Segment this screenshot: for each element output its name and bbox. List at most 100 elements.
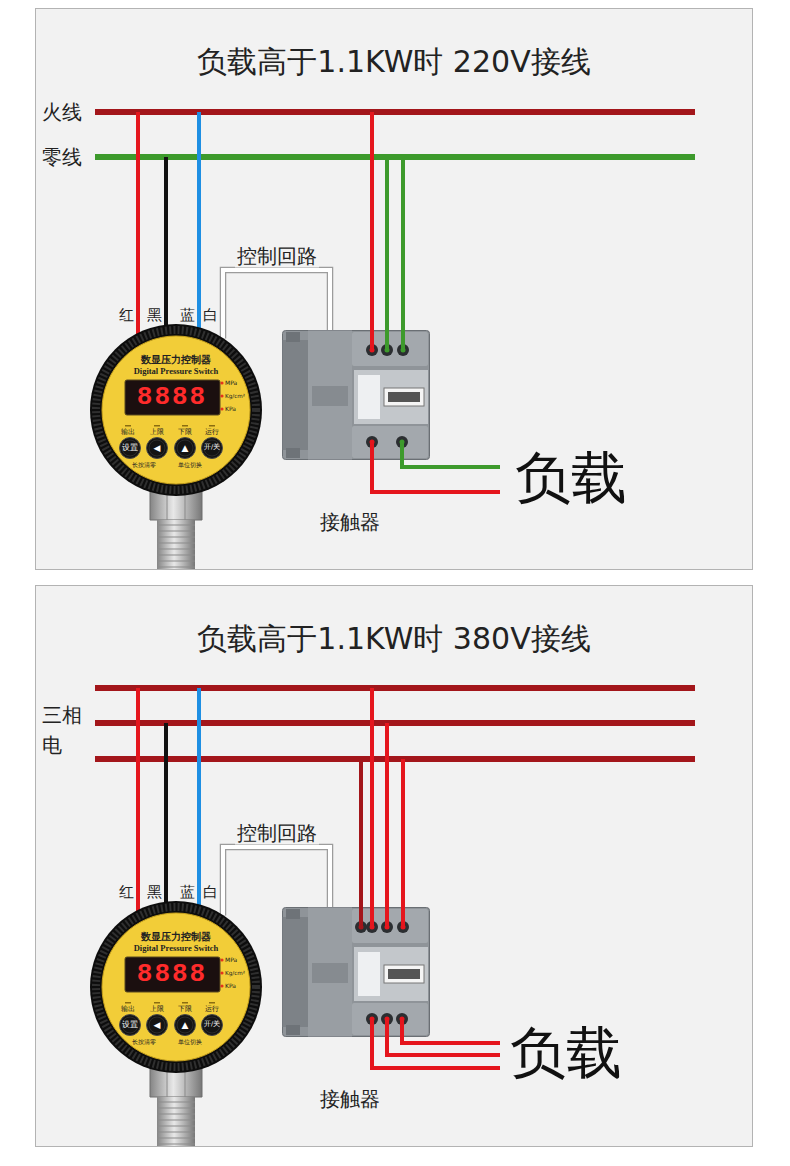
panel-title: 负载高于1.1KW时 220V接线: [197, 45, 590, 80]
button-label: 开/关: [204, 1021, 220, 1028]
wire-outline: [223, 270, 330, 339]
wire-end: [385, 1017, 390, 1022]
wire-color: 红: [119, 307, 134, 324]
control-button: ▲: [174, 1014, 196, 1036]
unit-label: KPa: [225, 983, 236, 990]
thread-line: [157, 1102, 195, 1144]
terminal-wire: [370, 443, 374, 460]
rating-plate: [358, 952, 380, 996]
terminal-block: [352, 1003, 428, 1035]
housing: [283, 908, 430, 1037]
button-label: 设置: [122, 444, 138, 453]
indicator-mark: [182, 1002, 188, 1004]
wire-color: 蓝: [180, 884, 195, 901]
control-button: 设置: [119, 437, 141, 459]
housing: [283, 331, 430, 460]
button-cap: [175, 1015, 196, 1036]
led-display: 8888: [137, 960, 207, 990]
unit-led: [220, 394, 223, 397]
unit-led: [220, 971, 223, 974]
button-rim: [204, 1017, 220, 1033]
button-rim: [122, 1017, 138, 1033]
flange: [283, 917, 309, 1027]
terminal-wire: [401, 330, 405, 349]
panel-title: 负载高于1.1KW时 380V接线: [197, 622, 590, 657]
wiring-panel: 负载高于1.1KW时 220V接线数显压力控制器Digital Pressure…: [35, 8, 753, 570]
line-name: 零线: [42, 146, 82, 169]
terminal-wire: [400, 1020, 404, 1037]
button-cap: [120, 438, 141, 459]
wire-end: [370, 1017, 375, 1022]
pressure-fitting: [150, 1067, 202, 1146]
contactor-body: [282, 907, 430, 1037]
load-label: 负载: [510, 1021, 622, 1085]
pressure-fitting: [150, 490, 202, 569]
button-cap: [147, 438, 168, 459]
unit-led: [220, 407, 223, 410]
control-button: ◀: [146, 437, 168, 459]
rating-plate: [358, 375, 380, 419]
load-label: 负载: [515, 446, 627, 510]
wire-color: 白: [203, 884, 218, 901]
side-block: [308, 331, 352, 460]
terminal-wire: [370, 1020, 374, 1037]
control-loop: [223, 847, 330, 916]
indicator-mark: [209, 1002, 215, 1004]
led-window: [125, 380, 220, 415]
controller-face: [102, 913, 250, 1061]
button-cap: [202, 1015, 223, 1036]
wire-color: 蓝: [180, 307, 195, 324]
side-block: [308, 908, 352, 1037]
button-hint: 长按清零: [132, 462, 156, 469]
button-label: ▲: [182, 443, 189, 453]
indicator-label: 输出: [121, 428, 135, 436]
pressure-controller: 数显压力控制器Digital Pressure Switch8888MPaKg/…: [90, 901, 262, 1073]
wire-end: [385, 925, 390, 930]
button-rim: [177, 1017, 193, 1033]
unit-label: MPa: [225, 380, 237, 387]
unit-led: [220, 381, 223, 384]
indicator-slider: [388, 969, 420, 979]
wire-end: [401, 348, 406, 353]
phase-line: [95, 756, 695, 762]
terminal-wire: [370, 330, 374, 349]
line-name: 火线: [42, 101, 82, 124]
button-label: 设置: [122, 1021, 138, 1030]
contactor-label: 接触器: [320, 511, 380, 534]
bezel-knurl: [96, 330, 256, 490]
panel-ground: [35, 8, 753, 570]
led-window: [125, 957, 220, 992]
mount-tab: [286, 909, 300, 919]
terminal-wire: [385, 907, 389, 926]
indicator-window: [384, 965, 424, 983]
brand-label: 数显压力控制器: [141, 354, 211, 366]
button-label: ◀: [154, 1020, 161, 1030]
unit-label: KPa: [225, 406, 236, 413]
wire-end: [400, 1017, 405, 1022]
model-label: Digital Pressure Switch: [134, 944, 219, 954]
contactor-label: 接触器: [320, 1088, 380, 1111]
button-cap: [147, 1015, 168, 1036]
unit-led: [220, 958, 223, 961]
button-hint: 单位切换: [178, 1039, 202, 1046]
indicator-label: 上限: [150, 428, 164, 436]
edge-label: 控制回路: [235, 822, 319, 845]
wire-outline: [223, 847, 330, 916]
indicator-mark: [154, 1002, 160, 1004]
bezel: [90, 324, 262, 496]
button-hint: 长按清零: [132, 1039, 156, 1046]
unit-led: [220, 984, 223, 987]
terminal-wire: [385, 330, 389, 349]
pressure-controller: 数显压力控制器Digital Pressure Switch8888MPaKg/…: [90, 324, 262, 496]
wire-end: [370, 925, 375, 930]
unit-label: Kg/cm²: [225, 970, 245, 976]
wire-end: [370, 348, 375, 353]
contactor: 接触器: [282, 330, 430, 535]
contactor-body: [282, 330, 430, 460]
control-button: 开/关: [201, 1014, 223, 1036]
wire-end: [385, 348, 390, 353]
bezel-knurl: [96, 907, 256, 1067]
phase-feed-wire: [359, 759, 363, 911]
wire-color: 黑: [147, 884, 162, 901]
wire-color: 红: [119, 884, 134, 901]
